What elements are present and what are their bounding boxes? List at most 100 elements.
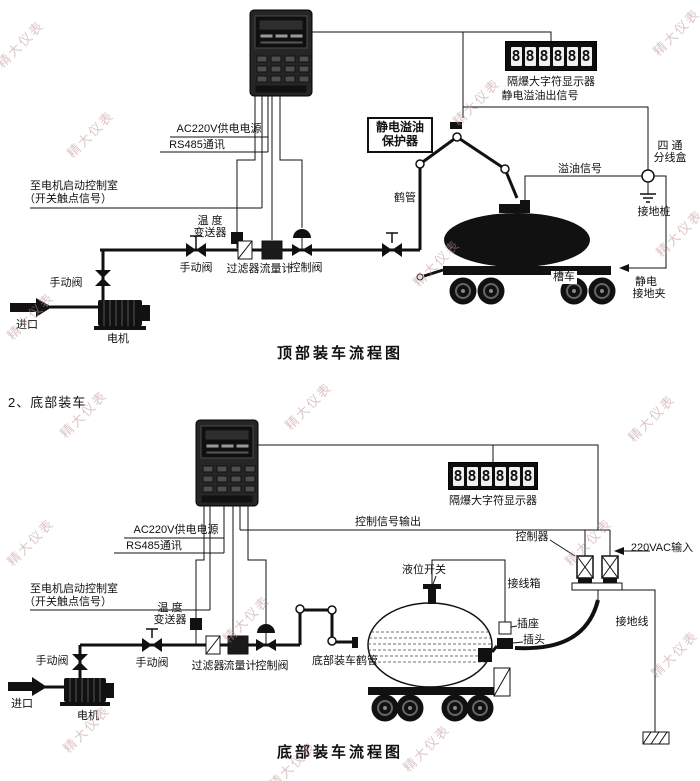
manual-valve-pipe	[186, 243, 206, 257]
inlet-arrow-bottom	[8, 677, 47, 696]
tank-truck	[416, 204, 616, 305]
wire-signal-to-junction	[463, 106, 649, 170]
inlet-arrow	[10, 298, 52, 317]
ground-electrode	[642, 731, 670, 745]
label-inlet-bottom: 进口	[11, 698, 33, 710]
label-filter-bottom: 过滤器	[191, 660, 225, 672]
wire-control-valve	[279, 96, 303, 228]
label-temp-1-bottom: 温 度	[157, 602, 183, 614]
label-tank-truck: 槽车	[551, 271, 577, 284]
plug-symbol	[497, 638, 513, 649]
label-protector-1: 静电溢油	[375, 120, 425, 134]
loading-cable	[514, 599, 600, 651]
wire-temp-bottom	[195, 506, 205, 618]
socket-plug-pointers	[510, 625, 524, 644]
wire-overflow-signal	[524, 175, 642, 202]
bottom-diagram	[8, 419, 670, 745]
label-manual-valve-riser-top: 手动阀	[49, 277, 83, 289]
display-digit: 8	[566, 46, 578, 66]
label-plug: 插头	[523, 634, 545, 646]
display-digit: 8	[466, 466, 478, 486]
label-bottom-crane-pipe: 底部装车鹤管	[312, 655, 378, 667]
pump-motor	[94, 300, 150, 330]
label-junction-1: 四 通	[657, 140, 683, 152]
manual-valve-pipe-bottom	[142, 628, 162, 652]
filter-symbol-bottom	[205, 635, 221, 655]
controller-device-bottom	[195, 419, 259, 507]
level-switch-probe	[428, 588, 436, 604]
label-manual-valve-pipe-top: 手动阀	[179, 262, 213, 274]
label-control-valve-top: 控制阀	[289, 262, 323, 274]
label-manual-valve-pipe-bottom: 手动阀	[135, 657, 169, 669]
label-temp-1-top: 温 度	[197, 215, 223, 227]
display-digit: 8	[494, 466, 506, 486]
label-static-clamp-2: 接地夹	[632, 288, 666, 300]
display-digit: 8	[552, 46, 564, 66]
wire-control-room-bottom	[30, 506, 211, 611]
plug-link	[490, 645, 499, 653]
static-overflow-protector-box	[367, 117, 433, 153]
wire-control-room	[30, 96, 263, 209]
manual-valve-riser	[95, 270, 111, 286]
truck-chassis-bottom	[368, 667, 511, 722]
label-socket: 插座	[517, 618, 539, 630]
static-clamp-arrow	[619, 264, 629, 272]
wire-controller-boxes	[584, 530, 611, 556]
control-valve-symbol	[292, 229, 312, 256]
label-crane-pipe: 鹤管	[394, 192, 416, 204]
tank-outline	[367, 602, 493, 688]
manual-valve-riser-bottom	[72, 654, 88, 670]
manual-valve-handle	[190, 235, 202, 250]
display-digit: 8	[510, 46, 522, 66]
wire-temp-transmitter	[236, 96, 256, 232]
tank-coupling	[478, 648, 492, 662]
label-temp-2-top: 变送器	[193, 227, 227, 239]
label-ac-power-bottom: AC220V供电电源	[133, 524, 219, 536]
wire-controller-to-display	[312, 31, 552, 41]
label-static-clamp-1: 静电	[635, 276, 657, 288]
label-ground-wire: 接地线	[615, 616, 649, 628]
overflow-probe	[520, 200, 530, 213]
wire-power-comm-bottom	[114, 506, 225, 554]
display-digit: 8	[538, 46, 550, 66]
label-control-signal-out: 控制信号输出	[355, 516, 421, 528]
label-junction-2: 分线盒	[653, 152, 687, 164]
wire-power-comm	[160, 96, 269, 153]
wire-static-clamp	[629, 175, 667, 269]
label-temp-2-bottom: 变送器	[153, 614, 187, 626]
label-level-switch: 液位开关	[402, 564, 446, 576]
label-display-top: 隔爆大字符显示器	[507, 76, 595, 88]
four-way-junction-box	[641, 169, 655, 183]
socket-symbol	[498, 621, 512, 635]
controller-device	[249, 9, 313, 97]
bottom-loading-arm	[295, 604, 358, 648]
label-ac-power-top: AC220V供电电源	[176, 123, 262, 135]
label-protector-2: 保护器	[381, 134, 419, 148]
section-2-heading: 2、底部装车	[8, 395, 87, 410]
ground-pile-symbol	[640, 193, 656, 203]
label-manual-valve-riser-bottom: 手动阀	[35, 655, 69, 667]
label-control-room-1-top: 至电机启动控制室	[30, 180, 118, 192]
explosion-proof-display-bottom: 8 8 8 8 8 8	[448, 462, 538, 490]
flow-meter-symbol-bottom	[227, 635, 249, 655]
label-motor-bottom: 电机	[77, 710, 99, 722]
wire-junction-box	[431, 559, 506, 622]
label-control-room-2-bottom: （开关触点信号）	[24, 596, 112, 608]
label-motor-top: 电机	[107, 333, 129, 345]
explosion-proof-display: 8 8 8 8 8 8	[505, 41, 597, 71]
label-display-bottom: 隔爆大字符显示器	[449, 495, 537, 507]
controller-boxes	[571, 555, 623, 600]
label-junction-box: 接线箱	[507, 578, 541, 590]
display-digit: 8	[452, 466, 464, 486]
label-flow-meter-top: 流量计	[259, 263, 293, 275]
label-ground-pile: 接地桩	[637, 206, 671, 218]
label-control-valve-bottom: 控制阀	[255, 660, 289, 672]
label-vac-input: 220VAC输入	[630, 542, 694, 554]
display-digit: 8	[508, 466, 520, 486]
label-rs485-bottom: RS485通讯	[126, 540, 182, 552]
label-static-out-signal: 静电溢油出信号	[501, 90, 579, 102]
display-digit: 8	[580, 46, 592, 66]
ground-wire-line	[622, 589, 656, 732]
filter-symbol	[237, 240, 253, 260]
